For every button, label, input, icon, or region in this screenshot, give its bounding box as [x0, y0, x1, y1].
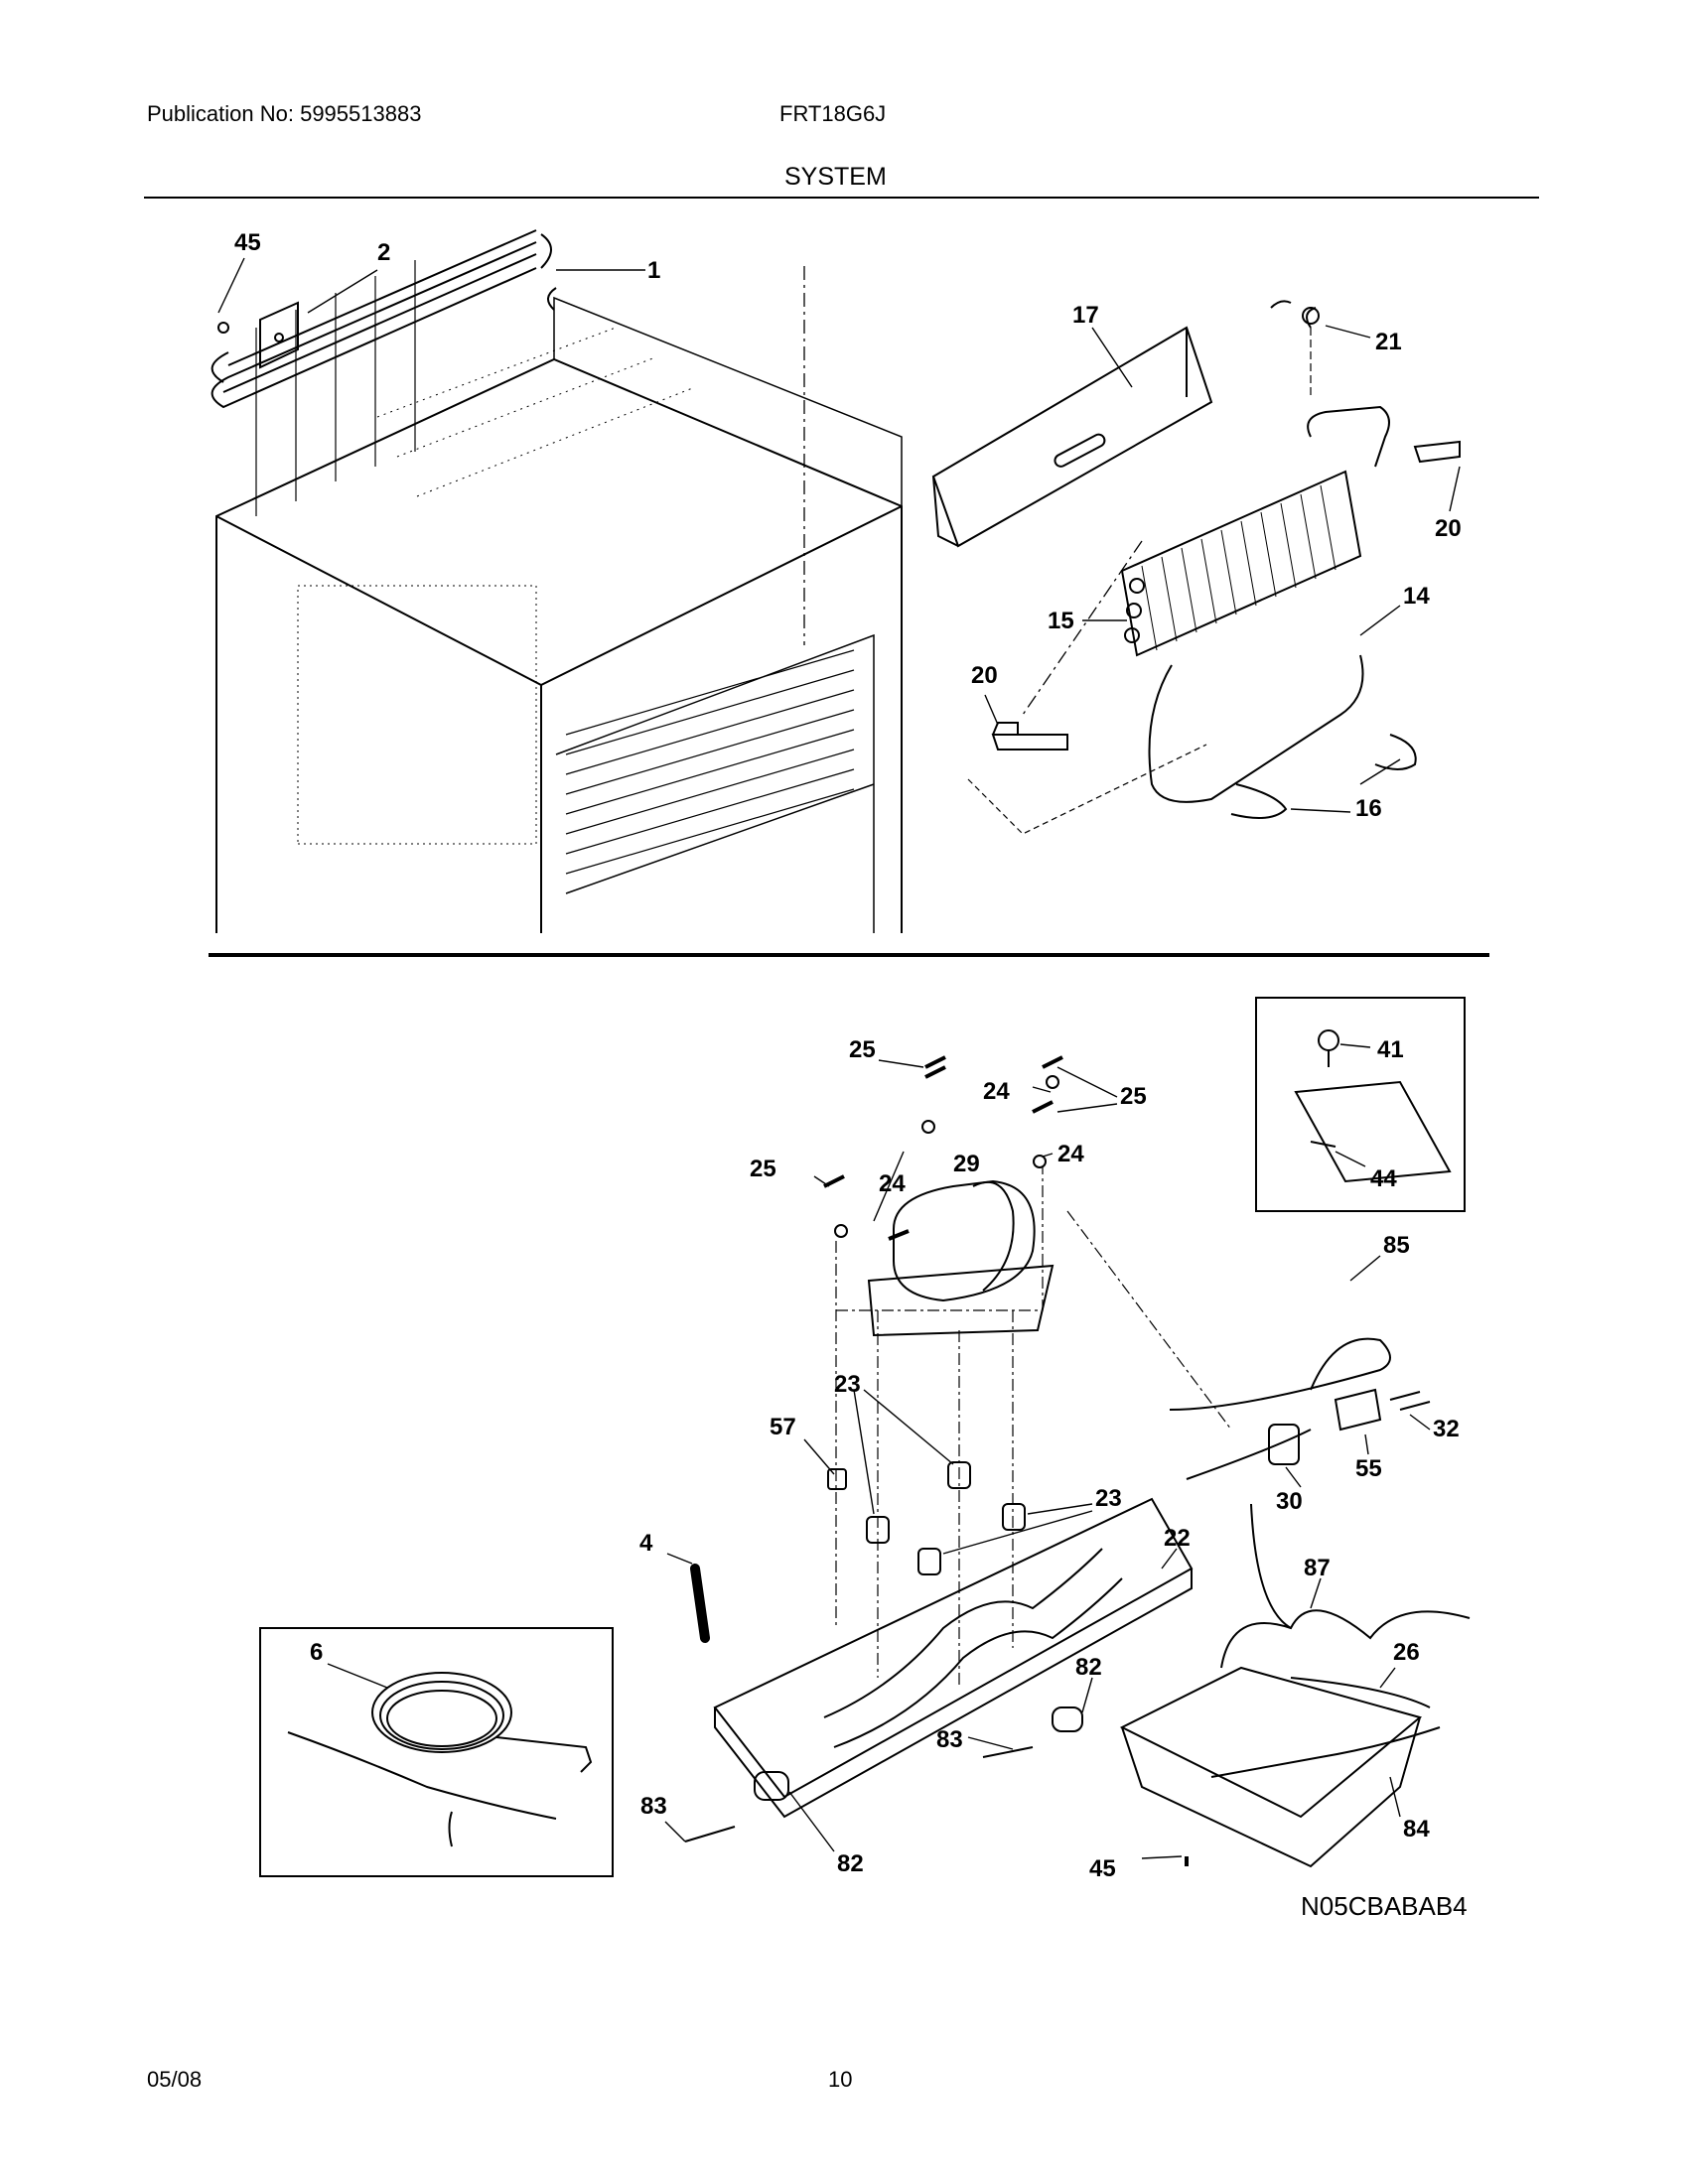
callout-4: 4	[639, 1530, 653, 1557]
drain-pan	[1119, 1609, 1471, 1868]
callout-23-b: 23	[1095, 1485, 1122, 1512]
relay-overload	[1268, 1388, 1431, 1465]
compressor	[867, 1179, 1055, 1337]
callout-32: 32	[1433, 1416, 1460, 1442]
callout-17: 17	[1072, 302, 1099, 329]
section-title: SYSTEM	[784, 163, 887, 191]
model-number: FRT18G6J	[779, 101, 887, 126]
condenser-coil	[211, 229, 557, 516]
grommets	[827, 1461, 1026, 1575]
callout-29: 29	[953, 1151, 980, 1177]
callout-22: 22	[1164, 1525, 1191, 1552]
callout-20-left: 20	[971, 662, 998, 689]
callout-85: 85	[1383, 1232, 1410, 1259]
fan-mounts	[684, 1706, 1083, 1843]
callout-20-right: 20	[1435, 515, 1462, 542]
callout-24-c: 24	[879, 1170, 906, 1197]
evaporator	[1120, 405, 1390, 657]
callout-25-b: 25	[1120, 1083, 1147, 1110]
sensor-clip-20	[991, 440, 1461, 751]
callout-21: 21	[1375, 329, 1402, 355]
footer-date: 05/08	[147, 2067, 203, 2092]
callout-45-b: 45	[1089, 1855, 1116, 1882]
callout-24-b: 24	[1057, 1141, 1084, 1167]
callout-45: 45	[234, 229, 261, 256]
callout-55: 55	[1355, 1455, 1382, 1482]
callout-25-c: 25	[750, 1156, 776, 1182]
callout-23-a: 23	[834, 1371, 861, 1398]
header-rule	[144, 197, 1539, 199]
callout-1: 1	[647, 257, 660, 284]
callout-83-a: 83	[936, 1726, 963, 1753]
callout-87: 87	[1304, 1555, 1331, 1581]
callout-82-a: 82	[1075, 1654, 1102, 1681]
evaporator-cover	[931, 326, 1213, 548]
diagram-code: N05CBABAB4	[1301, 1891, 1468, 1921]
callout-24-a: 24	[983, 1078, 1010, 1105]
callout-15: 15	[1048, 608, 1074, 634]
callout-83-b: 83	[640, 1793, 667, 1820]
publication-number: Publication No: 5995513883	[147, 101, 422, 126]
drain-tubes	[1169, 1337, 1431, 1708]
drier	[690, 1564, 710, 1643]
callout-14: 14	[1403, 583, 1430, 610]
callout-25-a: 25	[849, 1036, 876, 1063]
callout-44: 44	[1370, 1165, 1397, 1192]
callout-30: 30	[1276, 1488, 1303, 1515]
callout-41: 41	[1377, 1036, 1404, 1063]
callout-82-b: 82	[837, 1850, 864, 1877]
mounting-inset-box	[1255, 997, 1466, 1212]
compressor-base-plate	[713, 1497, 1194, 1819]
callout-6: 6	[310, 1639, 323, 1666]
callout-84: 84	[1403, 1816, 1430, 1843]
page-number: 10	[828, 2067, 853, 2092]
callout-57: 57	[770, 1414, 796, 1440]
callout-2: 2	[377, 239, 390, 266]
defrost-heater	[1148, 654, 1417, 819]
cabinet	[215, 296, 903, 933]
callout-16: 16	[1355, 795, 1382, 822]
compressor-mounts	[823, 1055, 1063, 1238]
condenser-bracket	[217, 301, 299, 369]
power-cord-inset-box	[259, 1627, 614, 1877]
callout-26: 26	[1393, 1639, 1420, 1666]
